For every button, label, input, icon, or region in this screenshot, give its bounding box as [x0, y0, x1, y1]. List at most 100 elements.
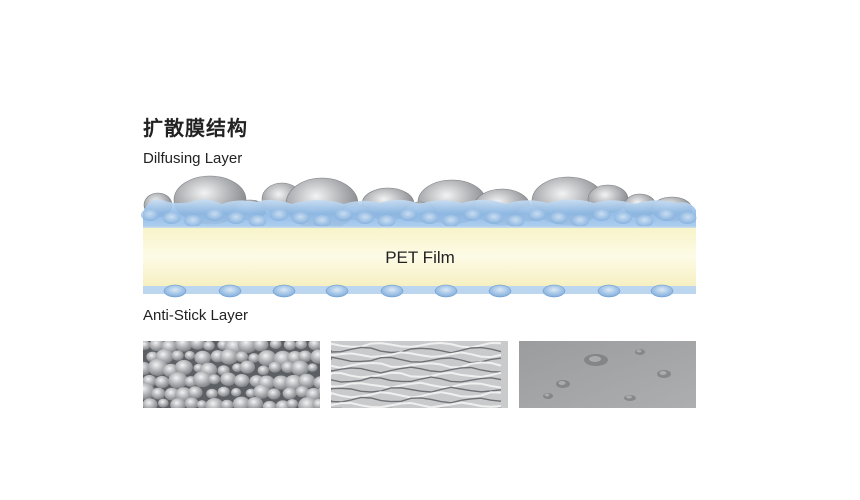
micro-bead [190, 341, 206, 350]
micro-ridge [331, 366, 502, 374]
micro-bead [164, 387, 180, 401]
binder-bubble [549, 212, 568, 224]
micro-ridge [331, 376, 502, 383]
micrograph-dense-beads [143, 341, 320, 408]
anti-stick-bead [218, 284, 242, 298]
micro-bead [269, 341, 282, 350]
micro-bead [170, 398, 186, 408]
diffusing-binder-layer [141, 199, 697, 228]
micro-ridge [331, 361, 502, 369]
anti-stick-bead [325, 284, 349, 298]
binder-bubble [614, 212, 632, 224]
micro-bead [147, 358, 168, 376]
micro-bead [282, 387, 297, 400]
binder-bubble [356, 212, 374, 224]
micro-ridge [331, 356, 502, 364]
binder-bubble [270, 209, 288, 221]
micro-bead [286, 399, 299, 408]
micro-bead [151, 387, 166, 400]
binder-bubble [657, 209, 675, 221]
micro-bead [239, 360, 256, 374]
micro-bead [298, 350, 312, 363]
binder-bubble [485, 212, 503, 224]
micro-bead [219, 348, 239, 365]
binder-bubble [399, 209, 417, 221]
anti-stick-bead [163, 284, 187, 298]
binder-bubble [334, 209, 353, 221]
binder-bubble [528, 209, 546, 221]
micro-bead [257, 365, 270, 376]
micrograph-smooth-surface [519, 341, 696, 408]
micro-bead [175, 387, 193, 402]
micro-bead [248, 353, 260, 363]
anti-stick-bead [272, 284, 296, 298]
micro-bead [319, 344, 320, 350]
anti-stick-bead [650, 284, 674, 298]
micro-bump-highlight [544, 393, 550, 397]
binder-bubble [313, 215, 331, 227]
micrograph-wavy-texture [331, 341, 508, 408]
micro-bead [168, 372, 188, 389]
micro-bead [235, 351, 249, 363]
micro-bead [158, 398, 169, 408]
micro-ridge [331, 396, 502, 404]
micro-bead [272, 375, 290, 390]
micro-bead [231, 387, 242, 397]
anti-stick-bead [597, 284, 621, 298]
micro-bead [253, 341, 269, 352]
micro-bead [275, 400, 290, 408]
binder-bubble [571, 215, 589, 227]
micro-bead [220, 372, 237, 386]
micro-bead [290, 360, 309, 376]
micro-bead [313, 376, 320, 390]
micro-bead [295, 341, 307, 350]
binder-bubble [184, 215, 202, 227]
micro-bead [237, 341, 258, 354]
micro-bead [253, 384, 270, 399]
micro-ridge [331, 381, 502, 389]
micro-ridge [331, 391, 502, 399]
micro-bump-highlight [626, 395, 632, 399]
micro-bead [205, 398, 224, 408]
binder-bubble [463, 209, 482, 221]
micro-bead [193, 371, 212, 388]
pet-film-layer [143, 227, 696, 286]
micro-bead [143, 341, 151, 350]
micro-bead [208, 374, 221, 385]
micro-ridge [331, 371, 502, 379]
micro-bead [262, 400, 277, 408]
micro-bead [234, 373, 250, 388]
micro-bead [307, 363, 318, 372]
anti-stick-bead [542, 284, 566, 298]
micro-bead [295, 386, 310, 398]
binder-bubble [162, 212, 181, 224]
micro-bead [217, 386, 230, 397]
anti-stick-layer-label: Anti-Stick Layer [143, 307, 249, 324]
micro-bead [312, 398, 320, 408]
micro-bead [143, 398, 158, 408]
micro-bead [220, 399, 234, 408]
binder-bubble [442, 215, 460, 227]
binder-bubble [248, 215, 267, 227]
pet-film-label: PET Film [385, 248, 455, 267]
anti-stick-bead [380, 284, 404, 298]
micro-bead [171, 350, 184, 361]
micro-ridge [331, 346, 502, 354]
binder-bubble [377, 215, 396, 227]
micro-bead [308, 341, 320, 351]
binder-bubble [291, 212, 310, 224]
micro-bump-highlight [558, 381, 566, 385]
micro-ridge [331, 401, 502, 408]
binder-bubble [635, 215, 654, 227]
diffusing-layer-label: Dilfusing Layer [143, 150, 243, 167]
micro-bead [283, 341, 297, 351]
micro-bead [257, 350, 277, 366]
micro-bead [246, 397, 264, 408]
micro-bead [317, 387, 320, 397]
binder-bubble [205, 209, 224, 221]
binder-bubble [678, 212, 697, 224]
diagram-title: 扩散膜结构 [143, 116, 248, 140]
micro-ridge [331, 351, 502, 359]
micro-bead [184, 397, 199, 408]
micro-bead [203, 341, 215, 351]
